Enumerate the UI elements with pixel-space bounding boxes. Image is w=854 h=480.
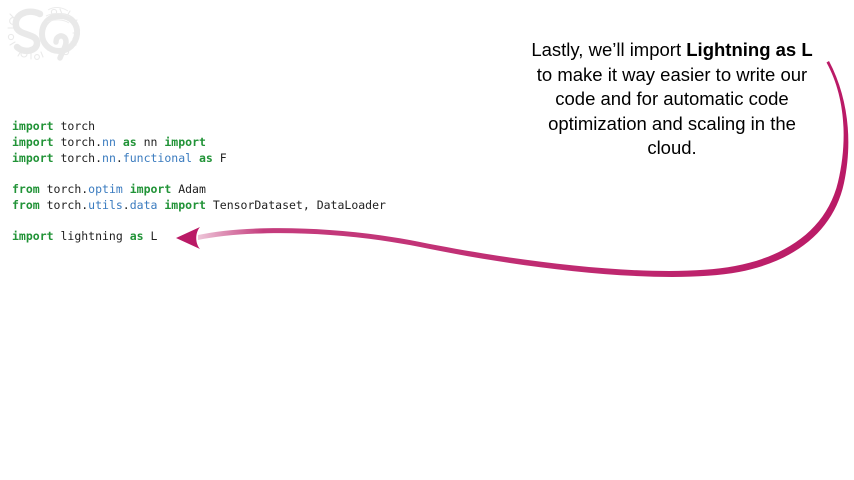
code-token: import bbox=[12, 229, 54, 243]
code-line: import torch.nn.functional as F bbox=[12, 150, 386, 166]
code-token: L bbox=[143, 229, 158, 243]
code-token: from bbox=[12, 182, 40, 196]
code-token: utils bbox=[88, 198, 123, 212]
code-token: . bbox=[115, 151, 123, 165]
code-token: import bbox=[164, 198, 206, 212]
code-token: torch. bbox=[39, 182, 89, 196]
annotation-emphasis: Lightning as L bbox=[686, 39, 813, 60]
code-line: import torch bbox=[12, 118, 386, 134]
annotation-callout-text: Lastly, we’ll import Lightning as L to m… bbox=[528, 38, 816, 161]
code-token: torch bbox=[53, 119, 96, 133]
code-token: functional bbox=[122, 151, 193, 165]
code-token: TensorDataset, DataLoader bbox=[205, 198, 386, 212]
logo-scribble bbox=[45, 7, 71, 24]
code-token: F bbox=[212, 151, 227, 165]
code-token: lightning bbox=[53, 229, 130, 243]
code-token: nn bbox=[136, 135, 165, 149]
code-token: import bbox=[164, 135, 206, 149]
code-token: nn bbox=[102, 151, 116, 165]
code-line-blank bbox=[12, 213, 386, 228]
logo-sketch-lines bbox=[7, 8, 80, 60]
code-token bbox=[116, 135, 123, 149]
code-token: as bbox=[122, 135, 137, 149]
code-line: from torch.utils.data import TensorDatas… bbox=[12, 197, 386, 213]
code-token: torch. bbox=[53, 151, 103, 165]
statquest-sq-logo bbox=[7, 7, 81, 61]
code-token bbox=[123, 182, 130, 196]
code-token: as bbox=[199, 151, 213, 165]
code-token: as bbox=[129, 229, 144, 243]
logo-letter-q-tail bbox=[53, 33, 69, 61]
code-token: import bbox=[12, 151, 54, 165]
logo-letter-s bbox=[12, 8, 44, 55]
code-token: import bbox=[129, 182, 172, 196]
code-line: import lightning as L bbox=[12, 228, 386, 244]
code-line: import torch.nn as nn import bbox=[12, 134, 386, 150]
code-token bbox=[192, 151, 199, 165]
code-token: import bbox=[12, 135, 54, 149]
code-token: torch. bbox=[53, 135, 103, 149]
code-token: . bbox=[122, 198, 130, 212]
code-token: Adam bbox=[171, 182, 206, 196]
code-token: import bbox=[12, 119, 54, 133]
annotation-segment: Lastly, we’ll import bbox=[531, 39, 687, 60]
code-token: from bbox=[12, 198, 40, 212]
code-token: data bbox=[129, 198, 158, 212]
code-line-blank bbox=[12, 166, 386, 181]
code-line: from torch.optim import Adam bbox=[12, 181, 386, 197]
code-token: torch. bbox=[39, 198, 89, 212]
code-token: nn bbox=[102, 135, 116, 149]
logo-letter-q bbox=[38, 12, 81, 55]
code-token: optim bbox=[88, 182, 123, 196]
annotation-segment: to make it way easier to write our code … bbox=[536, 63, 808, 159]
